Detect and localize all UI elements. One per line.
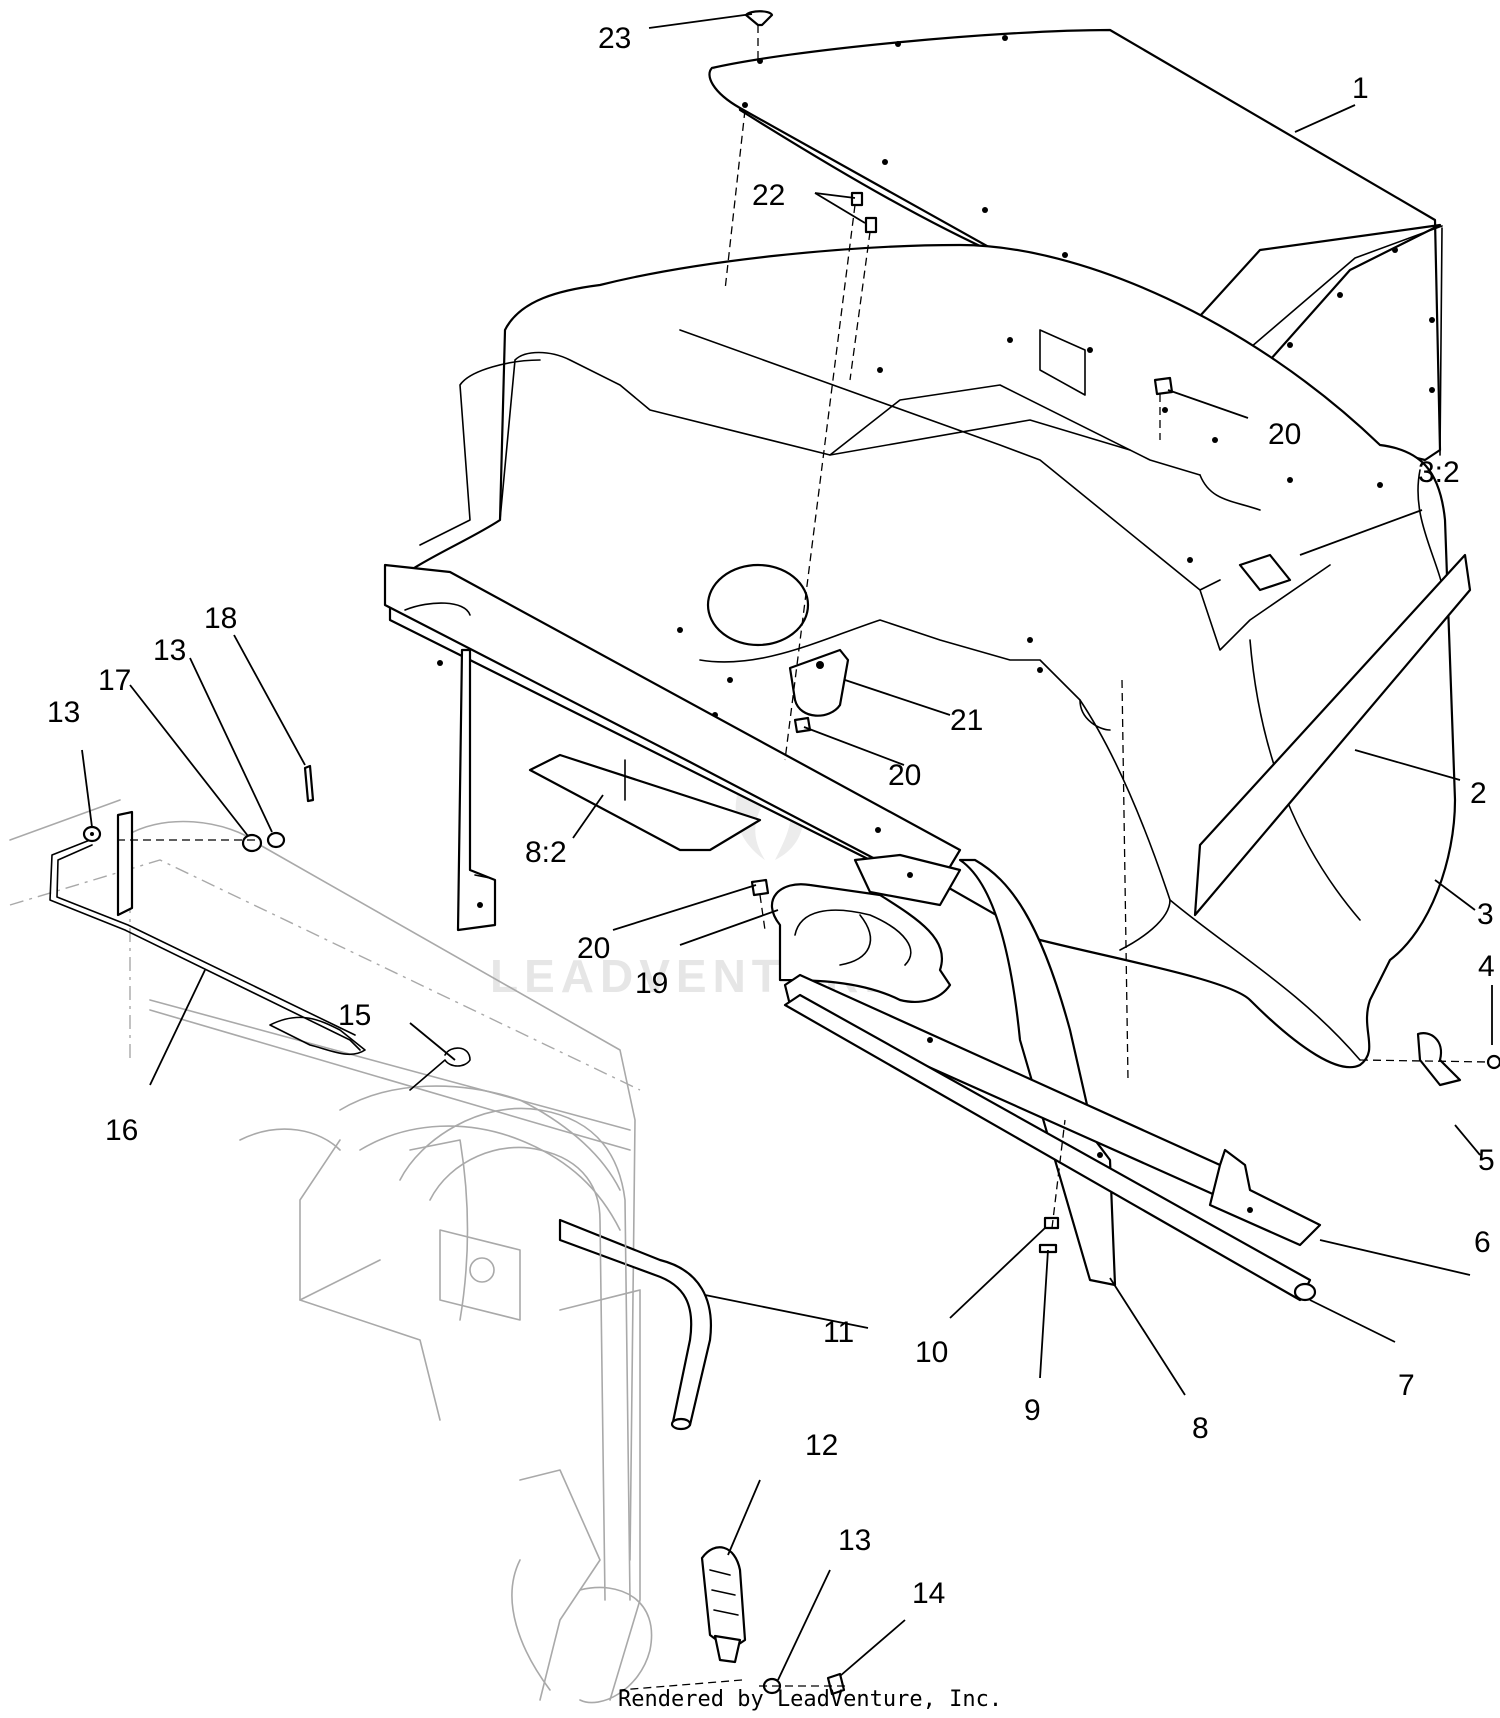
nut-17 bbox=[241, 833, 263, 853]
callout-15: 15 bbox=[338, 999, 371, 1032]
callout-20-low: 20 bbox=[577, 932, 610, 965]
render-credit: Rendered by LeadVenture, Inc. bbox=[618, 1687, 1002, 1712]
callout-4: 4 bbox=[1478, 950, 1495, 983]
leader-lines bbox=[81, 13, 1493, 1681]
callout-3-2: 3:2 bbox=[1418, 456, 1460, 489]
part-12-latch bbox=[700, 1546, 747, 1664]
part-11-tube bbox=[558, 1218, 712, 1431]
nut-20-mid bbox=[793, 716, 812, 734]
callout-9: 9 bbox=[1024, 1394, 1041, 1427]
pin-15 bbox=[409, 1047, 471, 1091]
callout-13-mid: 13 bbox=[153, 634, 186, 667]
assembly-lines bbox=[118, 25, 1491, 1691]
callout-19: 19 bbox=[635, 967, 668, 1000]
nut-20-low bbox=[750, 878, 770, 897]
frame-outline bbox=[9, 799, 653, 1704]
pin-18 bbox=[303, 764, 315, 803]
callout-20-top: 20 bbox=[1268, 418, 1301, 451]
callout-5: 5 bbox=[1478, 1144, 1495, 1177]
part-2-side-decal bbox=[1193, 553, 1472, 917]
bolt-22-b bbox=[864, 216, 878, 234]
hardware bbox=[82, 10, 1500, 1696]
nut-4 bbox=[1486, 1054, 1500, 1070]
callout-8-2: 8:2 bbox=[525, 836, 567, 869]
screw-23 bbox=[744, 10, 774, 27]
part-19-handle bbox=[770, 883, 952, 1003]
callout-18: 18 bbox=[204, 602, 237, 635]
part-7-rod bbox=[783, 993, 1317, 1302]
washer-13-mid bbox=[266, 831, 286, 849]
bolt-14 bbox=[826, 1672, 846, 1696]
part-3-hood-body bbox=[388, 243, 1457, 1069]
callout-21: 21 bbox=[950, 704, 983, 737]
front-crossbar bbox=[383, 563, 962, 932]
pin-9 bbox=[1038, 1243, 1058, 1254]
callout-22: 22 bbox=[752, 179, 785, 212]
part-8-side-rail bbox=[958, 858, 1117, 1287]
callout-8: 8 bbox=[1192, 1412, 1209, 1445]
callout-2: 2 bbox=[1470, 777, 1487, 810]
callout-16: 16 bbox=[105, 1114, 138, 1147]
callout-23: 23 bbox=[598, 22, 631, 55]
callout-3: 3 bbox=[1477, 898, 1494, 931]
bolt-10 bbox=[1043, 1216, 1060, 1230]
callout-20-mid: 20 bbox=[888, 759, 921, 792]
callout-labels: 23 1 22 20 3:2 2 3 4 5 6 7 8 9 10 11 12 … bbox=[47, 22, 1495, 1610]
bolt-22-a bbox=[850, 191, 864, 207]
callout-6: 6 bbox=[1474, 1226, 1491, 1259]
callout-13-left: 13 bbox=[47, 696, 80, 729]
part-16-rod bbox=[49, 810, 366, 1055]
callout-14: 14 bbox=[912, 1577, 945, 1610]
callout-1: 1 bbox=[1352, 72, 1369, 105]
part-8-2-decal bbox=[528, 753, 762, 852]
callout-17: 17 bbox=[98, 664, 131, 697]
frame-tube bbox=[399, 1107, 631, 1601]
part-21-bracket bbox=[788, 648, 850, 717]
nut-20-top bbox=[1153, 376, 1174, 396]
callout-13-bottom: 13 bbox=[838, 1524, 871, 1557]
callout-10: 10 bbox=[915, 1336, 948, 1369]
callout-11: 11 bbox=[823, 1316, 854, 1349]
callout-12: 12 bbox=[805, 1429, 838, 1462]
clip-5 bbox=[1416, 1032, 1462, 1087]
callout-7: 7 bbox=[1398, 1369, 1415, 1402]
part-3-2-decal bbox=[1238, 553, 1292, 592]
